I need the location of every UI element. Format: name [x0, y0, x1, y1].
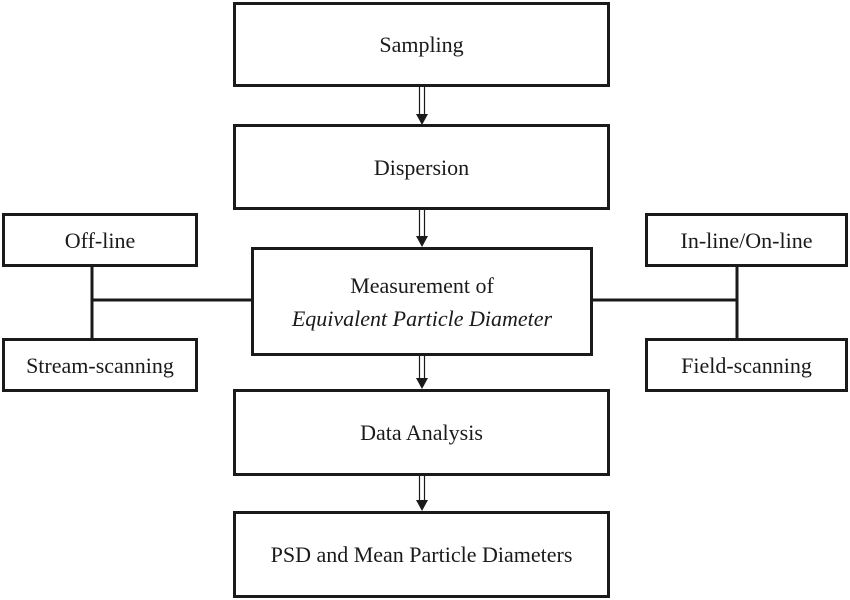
sampling-label: Sampling — [379, 32, 464, 57]
off-line-box: Off-line — [2, 213, 198, 267]
result-label: PSD and Mean Particle Diameters — [270, 542, 573, 567]
stream-scanning-label: Stream-scanning — [26, 352, 174, 378]
measurement-label-line1: Measurement of — [350, 272, 494, 298]
right-bracket-connector — [592, 265, 739, 338]
dispersion-box: Dispersion — [233, 124, 610, 210]
measurement-label-line2: Equivalent Particle Diameter — [291, 305, 553, 331]
off-line-label: Off-line — [64, 227, 136, 253]
data-analysis-box: Data Analysis — [233, 389, 610, 476]
arrow-dispersion-to-measurement — [416, 210, 428, 247]
arrow-data-analysis-to-result — [416, 476, 428, 511]
left-bracket-connector — [90, 265, 252, 338]
result-box: PSD and Mean Particle Diameters — [233, 511, 610, 598]
data-analysis-label: Data Analysis — [360, 420, 483, 445]
in-line-on-line-label: In-line/On-line — [680, 227, 813, 253]
measurement-box: Measurement of Equivalent Particle Diame… — [251, 247, 593, 356]
arrow-sampling-to-dispersion — [416, 87, 428, 125]
dispersion-label: Dispersion — [373, 154, 470, 180]
stream-scanning-box: Stream-scanning — [2, 338, 198, 392]
in-line-on-line-box: In-line/On-line — [645, 213, 848, 267]
field-scanning-label: Field-scanning — [681, 352, 812, 378]
sampling-box: Sampling — [233, 2, 610, 87]
arrow-measurement-to-data-analysis — [416, 356, 428, 389]
field-scanning-box: Field-scanning — [645, 338, 848, 392]
